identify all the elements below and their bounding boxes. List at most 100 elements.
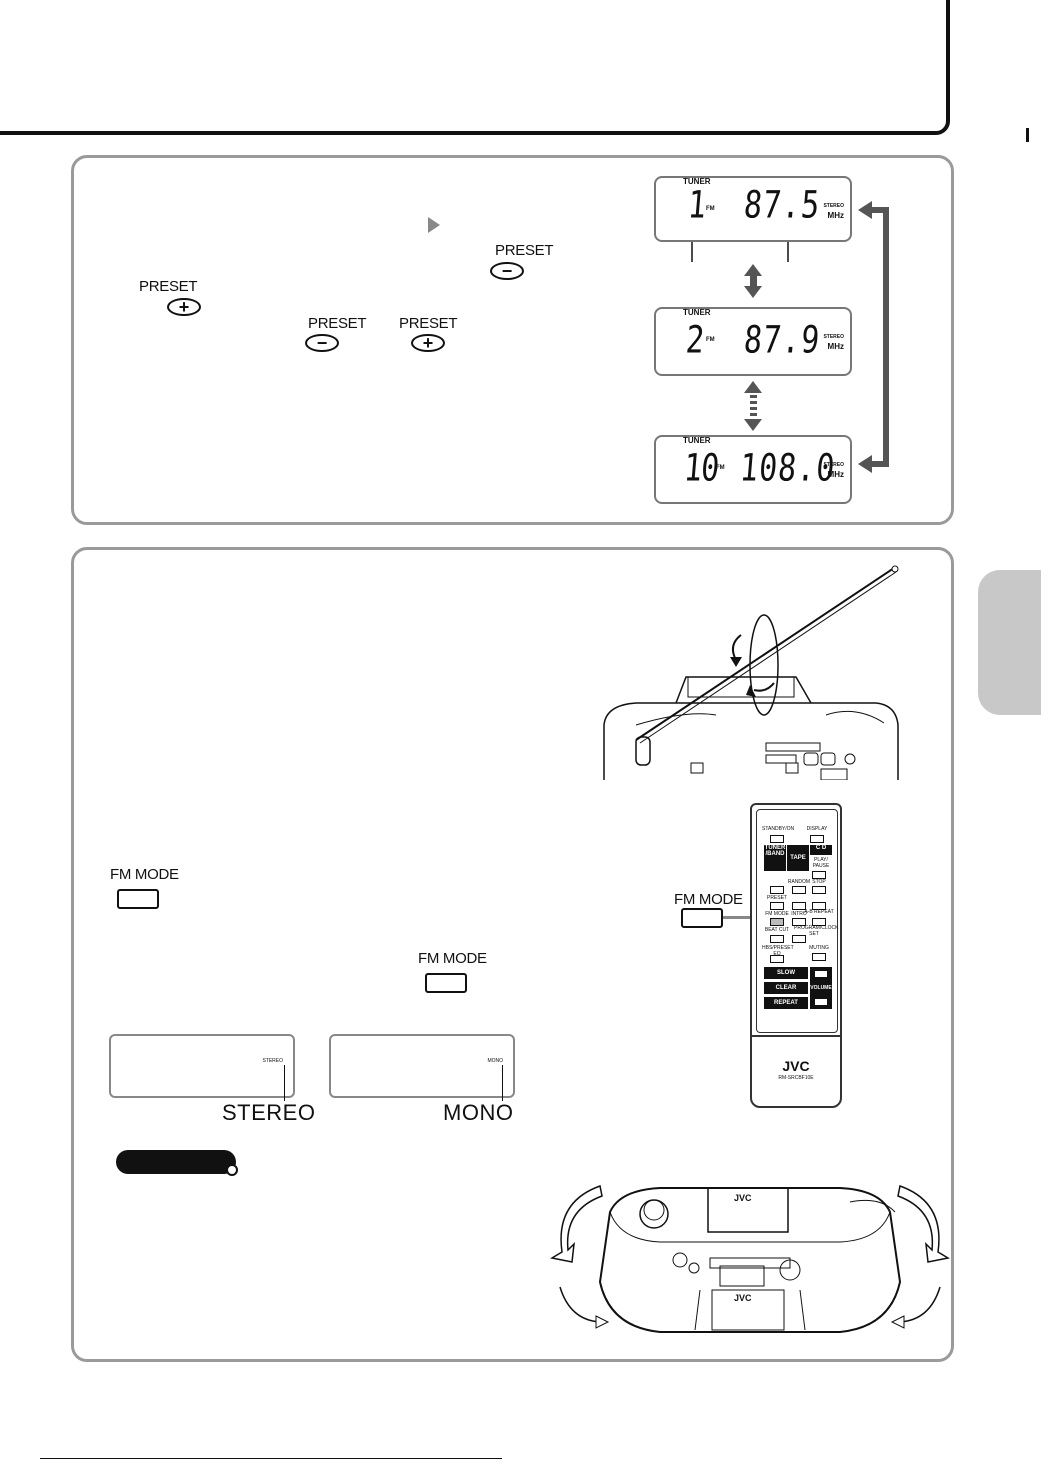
remote-beatcut-button[interactable] <box>770 935 784 943</box>
preset-plus-button[interactable]: + <box>167 297 201 317</box>
remote-random-label: RANDOM <box>787 879 811 885</box>
remote-fm-mode-label: FM MODE <box>765 911 789 917</box>
remote-hbs-label: HBS/PRESET EQ <box>762 945 794 957</box>
double-arrow-icon <box>744 264 762 298</box>
remote-cd-label: C D <box>810 845 832 855</box>
dotted-double-arrow-icon <box>744 381 762 431</box>
display-arrows <box>691 201 889 473</box>
preset-plus-label-2: PRESET <box>399 315 458 332</box>
remote-next-button[interactable] <box>812 902 826 910</box>
remote-repeat-button[interactable]: REPEAT <box>764 997 808 1009</box>
remote-preset-label: PRESET <box>766 895 787 901</box>
minus-icon: − <box>316 333 328 353</box>
display-band-label: TUNER <box>683 436 711 445</box>
remote-tuner-button[interactable]: TUNER /BAND <box>764 845 786 871</box>
header-frame <box>0 0 950 135</box>
remote-preset-plus[interactable] <box>770 886 784 894</box>
remote-volume-up[interactable] <box>814 970 828 978</box>
footer-rule <box>40 1458 502 1459</box>
stereo-display: STEREO <box>109 1034 295 1098</box>
pencil-icon <box>226 1164 238 1176</box>
remote-muting-button[interactable] <box>812 953 826 961</box>
remote-ab-button[interactable] <box>812 918 826 926</box>
plus-icon: + <box>422 333 434 353</box>
fm-mode-label-2: FM MODE <box>418 950 487 967</box>
preset-plus-button-2[interactable]: + <box>411 333 445 353</box>
display-stereo: STEREO <box>823 334 844 340</box>
antenna-illustration <box>603 565 899 780</box>
remote-hbs-button[interactable] <box>770 955 784 963</box>
remote-clear-button[interactable]: CLEAR <box>764 982 808 994</box>
remote-prev-button[interactable] <box>792 902 806 910</box>
remote-play-button[interactable] <box>812 871 826 879</box>
remote-standby-label: STANDBY/ON <box>762 826 795 832</box>
remote-face <box>756 809 838 1033</box>
fm-mode-callout-button[interactable] <box>681 908 723 928</box>
fm-mode-button-2[interactable] <box>425 973 467 993</box>
display-band: FM <box>706 206 715 212</box>
preset-panel <box>71 155 954 525</box>
tuner-display-3: TUNER 10 FM 108.0 STEREO MHz <box>654 435 852 504</box>
mono-caption: MONO <box>443 1100 514 1125</box>
fm-mode-button[interactable] <box>117 889 159 909</box>
play-arrow-icon <box>428 217 440 233</box>
display-unit: MHz <box>827 470 844 479</box>
preset-minus-label: PRESET <box>495 242 554 259</box>
mono-indicator: MONO <box>487 1058 503 1064</box>
reception-panel <box>71 547 954 1362</box>
remote-display-button[interactable] <box>810 835 824 843</box>
display-band-label: TUNER <box>683 177 711 186</box>
remote-tape-button[interactable]: TAPE <box>787 845 809 871</box>
display-band: FM <box>706 337 715 343</box>
mono-display: MONO <box>329 1034 515 1098</box>
preset-minus-button-2[interactable]: − <box>305 333 339 353</box>
tuner-display-1: TUNER 1 FM 87.5 STEREO MHz <box>654 176 852 242</box>
edge-mark <box>1026 128 1029 142</box>
remote-play-label: PLAY/ PAUSE <box>812 857 830 869</box>
remote-control: STANDBY/ON DISPLAY TUNER /BAND TAPE C D … <box>750 803 842 1108</box>
remote-fm-mode-button[interactable] <box>770 918 784 926</box>
preset-minus-label-2: PRESET <box>308 315 367 332</box>
remote-beatcut-label: BEAT CUT <box>764 927 790 933</box>
display-unit: MHz <box>827 211 844 220</box>
remote-stop-label: STOP <box>812 879 826 885</box>
unit-brand-top: JVC <box>734 1193 752 1203</box>
remote-muting-label: MUTING <box>809 945 829 951</box>
display-stereo: STEREO <box>823 462 844 468</box>
remote-ab-label: A-B REPEAT <box>804 909 834 915</box>
remote-slow-button[interactable]: SLOW <box>764 967 808 979</box>
notes-badge <box>116 1150 236 1174</box>
minus-icon: − <box>501 261 513 281</box>
remote-intro-button[interactable] <box>792 918 806 926</box>
remote-standby-button[interactable] <box>770 835 784 843</box>
display-band: FM <box>716 465 725 471</box>
plus-icon: + <box>178 297 190 317</box>
remote-divider <box>752 1035 840 1037</box>
stereo-leader <box>284 1065 285 1101</box>
section-tab <box>978 570 1041 715</box>
fm-mode-label: FM MODE <box>110 866 179 883</box>
remote-stop-button[interactable] <box>812 886 826 894</box>
display-band-label: TUNER <box>683 308 711 317</box>
mono-leader <box>502 1065 503 1101</box>
display-unit: MHz <box>827 342 844 351</box>
remote-model: RM-SRCBF10E <box>778 1075 814 1081</box>
callout-line <box>723 916 769 919</box>
display-stereo: STEREO <box>823 203 844 209</box>
remote-program-label: PROGRAM/CLOCK SET <box>794 925 839 937</box>
preset-plus-label: PRESET <box>139 278 198 295</box>
remote-intro-label: INTRO <box>791 911 807 917</box>
remote-brand-logo: JVC <box>782 1058 810 1074</box>
stereo-indicator: STEREO <box>262 1058 283 1064</box>
stereo-caption: STEREO <box>222 1100 316 1125</box>
remote-volume-down[interactable] <box>814 998 828 1006</box>
remote-program-button[interactable] <box>792 935 806 943</box>
unit-brand-front: JVC <box>734 1293 752 1303</box>
loop-arrow-icon <box>858 201 889 473</box>
fm-mode-callout-label: FM MODE <box>674 891 743 908</box>
remote-random-button[interactable] <box>792 886 806 894</box>
remote-display-label: DISPLAY <box>806 826 828 832</box>
tuner-display-2: TUNER 2 FM 87.9 STEREO MHz <box>654 307 852 376</box>
remote-preset-minus[interactable] <box>770 902 784 910</box>
preset-minus-button[interactable]: − <box>490 261 524 281</box>
